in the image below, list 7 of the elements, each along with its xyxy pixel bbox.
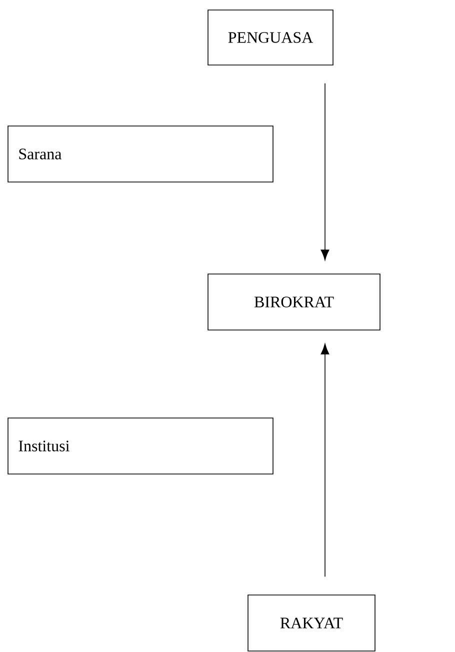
text-box: BIROKRAT <box>208 274 380 330</box>
text-box: Sarana <box>8 126 274 182</box>
text-box: RAKYAT <box>248 594 376 652</box>
arrow <box>320 344 330 577</box>
text-box: PENGUASA <box>208 10 334 66</box>
arrow <box>320 83 330 260</box>
text-box: Institusi <box>8 418 274 474</box>
